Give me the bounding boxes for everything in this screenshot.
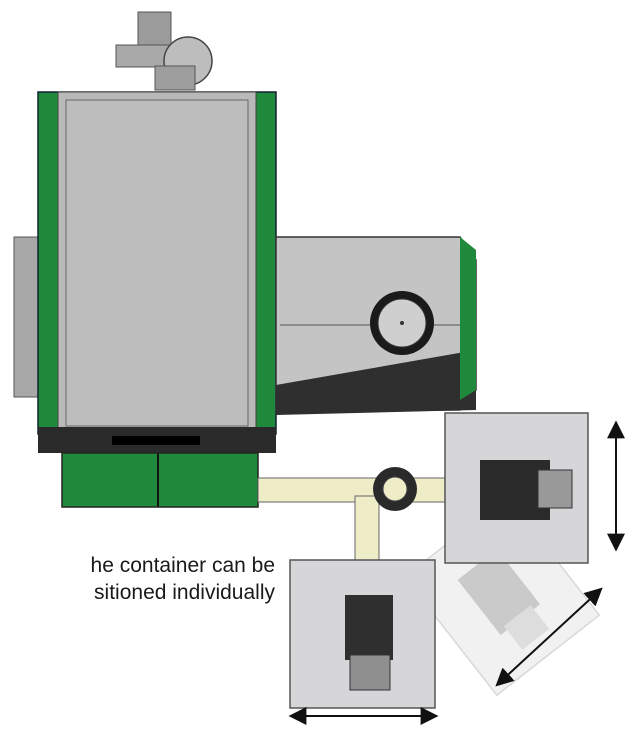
pellet-container-right — [444, 412, 589, 564]
caption-line-1: he container can be — [90, 554, 275, 577]
boiler-body — [37, 91, 277, 453]
side-panel — [13, 236, 41, 398]
caption-line-2: sitioned individually — [94, 581, 275, 604]
caption-text: he container can be sitioned individuall… — [0, 552, 275, 606]
boiler-base — [61, 452, 259, 508]
ash-slot — [112, 436, 200, 445]
diagonal-arrow — [495, 587, 603, 687]
pellet-container-bottom — [289, 559, 436, 709]
burner-unit — [275, 236, 477, 415]
flue-outlet — [115, 11, 213, 91]
